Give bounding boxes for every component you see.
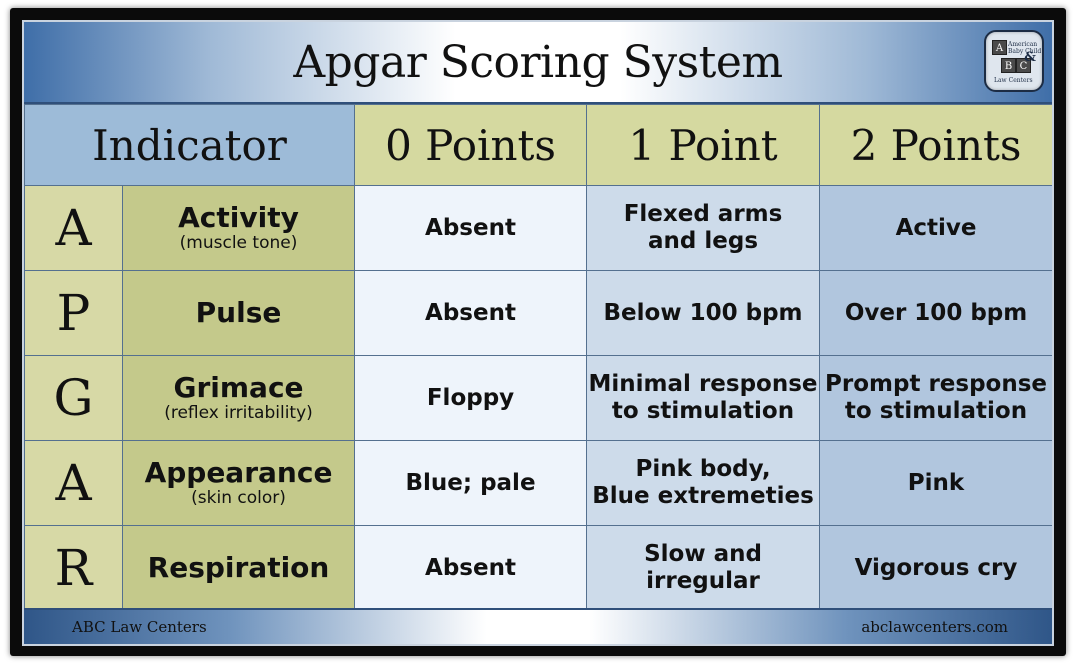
row-letter: A (24, 185, 123, 271)
logo-block-c: C (1016, 58, 1031, 73)
indicator-subtitle: (reflex irritability) (164, 403, 313, 423)
row-indicator: Appearance (skin color) (121, 440, 356, 526)
indicator-subtitle: (muscle tone) (179, 233, 298, 253)
score-one-cell: Minimal response to stimulation (586, 355, 821, 441)
logo-block-a: A (992, 40, 1007, 55)
logo-subtext: Law Centers (994, 77, 1033, 84)
score-two-cell: Prompt response to stimulation (819, 355, 1052, 441)
indicator-name: Respiration (147, 551, 330, 584)
row-letter: R (24, 525, 123, 611)
row-indicator: Grimace (reflex irritability) (121, 355, 356, 441)
header-one-point: 1 Point (586, 104, 821, 186)
header-zero-points: 0 Points (354, 104, 588, 186)
apgar-board: Apgar Scoring System A B C American Baby… (22, 20, 1054, 646)
indicator-name: Appearance (144, 456, 333, 489)
apgar-table: Indicator 0 Points 1 Point 2 Points A Ac… (24, 104, 1052, 611)
row-letter: A (24, 440, 123, 526)
footer-bar: ABC Law Centers abclawcenters.com (24, 608, 1052, 644)
score-zero-cell: Absent (354, 185, 588, 271)
indicator-subtitle: (skin color) (191, 488, 286, 508)
abc-logo: A B C American Baby Child & Law Centers (984, 30, 1044, 92)
score-zero-cell: Floppy (354, 355, 588, 441)
logo-ampersand: & (1024, 50, 1036, 65)
header-two-points: 2 Points (819, 104, 1052, 186)
score-one-cell: Below 100 bpm (586, 270, 821, 356)
table-row: P Pulse Absent Below 100 bpm Over 100 bp… (24, 270, 1052, 356)
logo-text: American Baby Child (1008, 41, 1042, 55)
table-row: G Grimace (reflex irritability) Floppy M… (24, 355, 1052, 441)
row-letter: G (24, 355, 123, 441)
table-row: R Respiration Absent Slow and irregular … (24, 525, 1052, 611)
score-two-cell: Vigorous cry (819, 525, 1052, 611)
score-one-cell: Pink body, Blue extremeties (586, 440, 821, 526)
title-bar: Apgar Scoring System A B C American Baby… (24, 22, 1052, 104)
indicator-name: Grimace (173, 371, 304, 404)
score-two-cell: Over 100 bpm (819, 270, 1052, 356)
indicator-name: Activity (178, 201, 299, 234)
footer-website: abclawcenters.com (861, 618, 1008, 636)
row-indicator: Activity (muscle tone) (121, 185, 356, 271)
score-zero-cell: Absent (354, 270, 588, 356)
score-two-cell: Pink (819, 440, 1052, 526)
score-one-cell: Slow and irregular (586, 525, 821, 611)
footer-org-name: ABC Law Centers (72, 618, 207, 636)
table-row: A Appearance (skin color) Blue; pale Pin… (24, 440, 1052, 526)
page-title: Apgar Scoring System (293, 36, 783, 88)
row-indicator: Respiration (121, 525, 356, 611)
score-zero-cell: Blue; pale (354, 440, 588, 526)
header-row: Indicator 0 Points 1 Point 2 Points (24, 104, 1052, 186)
indicator-name: Pulse (195, 296, 282, 329)
score-one-cell: Flexed arms and legs (586, 185, 821, 271)
logo-block-b: B (1001, 58, 1016, 73)
header-indicator: Indicator (24, 104, 356, 186)
score-zero-cell: Absent (354, 525, 588, 611)
score-two-cell: Active (819, 185, 1052, 271)
row-letter: P (24, 270, 123, 356)
row-indicator: Pulse (121, 270, 356, 356)
table-row: A Activity (muscle tone) Absent Flexed a… (24, 185, 1052, 271)
